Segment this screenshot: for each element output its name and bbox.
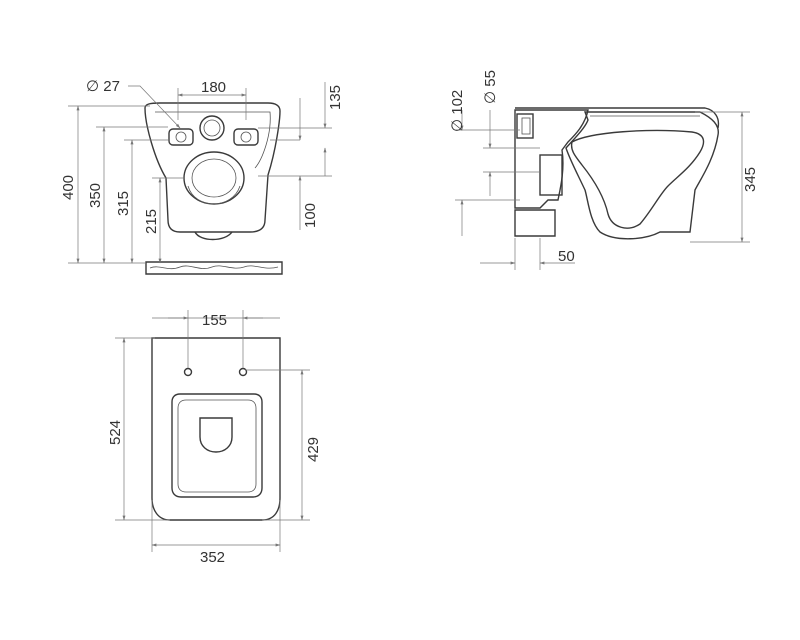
dim-height-345: 345 <box>742 167 759 192</box>
top-bowl-opening <box>199 417 233 453</box>
front-inlet-hole <box>199 115 225 141</box>
front-body-outline <box>144 102 281 233</box>
front-view: ∅ 27 180 400 350 315 215 135 100 <box>60 78 344 275</box>
front-body-inner <box>155 111 271 169</box>
dim-hole-spacing: 155 <box>202 312 227 329</box>
dim-width-top: 180 <box>201 79 226 96</box>
side-flange <box>516 113 534 139</box>
top-mount-hole-right <box>238 367 248 377</box>
dim-height-350: 350 <box>87 183 104 208</box>
front-bottom-bulge <box>194 231 233 241</box>
dim-right-135: 135 <box>327 85 344 110</box>
top-seat-inner <box>177 399 257 493</box>
front-inlet-hole-inner <box>203 119 221 137</box>
dim-height-total: 400 <box>60 175 77 200</box>
front-floor-texture <box>149 265 279 270</box>
dim-width: 352 <box>200 549 225 566</box>
front-floor-slab <box>145 261 283 275</box>
dim-height-215: 215 <box>143 209 160 234</box>
top-view: 155 524 429 352 <box>107 310 322 566</box>
side-view: ∅ 102 ∅ 55 345 50 <box>449 70 759 270</box>
side-bowl-inner <box>570 129 705 229</box>
dim-hole-diameter: ∅ 27 <box>86 78 120 95</box>
side-outlet <box>539 154 563 196</box>
front-mount-left <box>168 128 194 146</box>
top-seat-outline <box>171 393 263 498</box>
side-wall-base <box>514 209 556 237</box>
side-rim <box>515 107 720 129</box>
dim-height-315: 315 <box>115 191 132 216</box>
side-bowl-section <box>565 111 719 240</box>
front-mount-right <box>233 128 259 146</box>
dim-length: 524 <box>107 420 124 445</box>
dim-seat-length: 429 <box>305 437 322 462</box>
front-bowl-rim <box>187 185 241 205</box>
front-mount-left-hole <box>175 131 187 143</box>
side-wall-section <box>514 109 589 209</box>
side-flange-inner <box>521 117 531 135</box>
dim-diameter-102: ∅ 102 <box>449 90 466 132</box>
front-bowl-inner <box>191 158 237 198</box>
front-mount-right-hole <box>240 131 252 143</box>
dim-diameter-55: ∅ 55 <box>482 70 499 104</box>
dim-offset-50: 50 <box>558 248 575 265</box>
dim-right-100: 100 <box>302 203 319 228</box>
top-mount-hole-left <box>183 367 193 377</box>
front-bowl-outer <box>183 151 245 205</box>
